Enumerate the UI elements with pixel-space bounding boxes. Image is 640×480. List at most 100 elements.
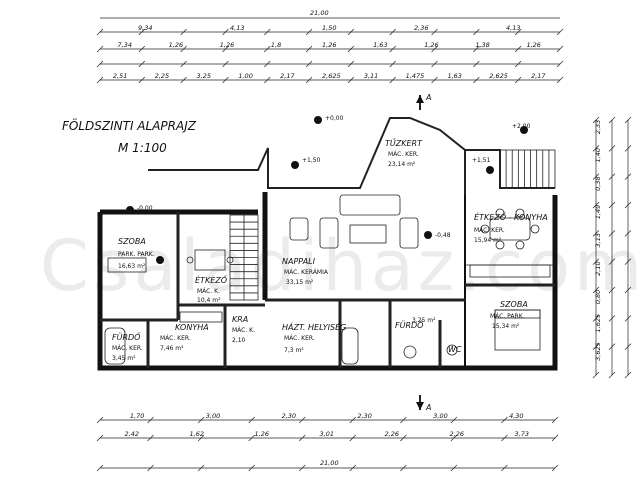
stair-right bbox=[499, 149, 556, 189]
dimension-tick bbox=[138, 45, 146, 53]
svg-text:FÜRDŐ: FÜRDŐ bbox=[395, 320, 424, 330]
svg-text:15,34 m²: 15,34 m² bbox=[492, 323, 520, 330]
dimension-tick bbox=[592, 230, 600, 237]
top-dim-label: 1,38 bbox=[475, 41, 489, 49]
staircase bbox=[229, 214, 259, 301]
level-marker: +1,51 bbox=[472, 157, 494, 174]
dimension-tick bbox=[347, 60, 355, 68]
dimension-tick bbox=[222, 28, 229, 36]
level-marker: +2,00 bbox=[512, 123, 531, 134]
svg-text:MÁC. K.: MÁC. K. bbox=[197, 288, 220, 295]
dimension-tick bbox=[473, 60, 480, 68]
svg-text:A: A bbox=[425, 93, 431, 102]
svg-text:2,10: 2,10 bbox=[232, 337, 246, 344]
right-dim-label: 3,625 bbox=[594, 342, 602, 361]
top-dim-label: 1,26 bbox=[424, 41, 438, 49]
room-furdo-mid: FÜRDŐ 3,25 m² bbox=[395, 317, 436, 330]
dimension-tick bbox=[624, 230, 632, 237]
dimension-tick bbox=[608, 371, 616, 379]
dimension-tick bbox=[389, 45, 396, 53]
dimension-tick bbox=[624, 343, 632, 350]
level-markers: -0,00 +0,00 +1,50 -0,48 +1,51 +2,00 bbox=[126, 115, 531, 264]
bottom-dim-label: 2,30 bbox=[357, 412, 371, 420]
svg-text:ÉTKEZŐ - KONYHA: ÉTKEZŐ - KONYHA bbox=[474, 211, 548, 222]
dimension-tick bbox=[347, 28, 355, 36]
level-marker: -0,00 bbox=[126, 205, 153, 214]
dimension-tick bbox=[389, 60, 396, 68]
dimension-tick bbox=[608, 173, 616, 180]
room-szoba-right: SZOBA MÁC. PARK. 15,34 m² bbox=[490, 300, 528, 330]
svg-text:10,4 m²: 10,4 m² bbox=[197, 297, 221, 304]
interior-walls bbox=[100, 212, 555, 368]
dimension-tick bbox=[431, 45, 438, 53]
level-marker: +0,00 bbox=[314, 115, 344, 124]
dimension-tick bbox=[450, 464, 458, 472]
bottom-dim-label: 3,00 bbox=[433, 412, 447, 420]
dimension-tick bbox=[222, 60, 229, 68]
dimension-tick bbox=[305, 45, 313, 53]
dimension-tick bbox=[450, 434, 458, 442]
dimension-tick bbox=[624, 258, 632, 265]
top-dim-label: 2,25 bbox=[155, 72, 169, 80]
svg-text:23,14 m²: 23,14 m² bbox=[388, 161, 416, 168]
section-marker: A A bbox=[416, 93, 431, 412]
svg-text:7,46 m²: 7,46 m² bbox=[160, 345, 184, 352]
svg-text:-0,00: -0,00 bbox=[137, 205, 153, 212]
dimension-tick bbox=[514, 76, 522, 84]
room-konyha: KONYHA MÁC. KER. 7,46 m² bbox=[160, 323, 209, 352]
dimension-tick bbox=[624, 116, 632, 124]
svg-text:3,45 m²: 3,45 m² bbox=[112, 355, 136, 362]
svg-text:TŰZKERT: TŰZKERT bbox=[385, 138, 423, 148]
dimension-tick bbox=[556, 45, 564, 53]
top-dim-label: 1,63 bbox=[447, 72, 461, 80]
dimension-tick bbox=[592, 145, 600, 152]
top-dim-label: 7,34 bbox=[118, 41, 132, 49]
dimension-tick bbox=[96, 45, 104, 53]
top-dim-label: 2,17 bbox=[280, 72, 295, 80]
right-dim-label: 2,10 bbox=[594, 261, 602, 275]
bottom-dim-label: 2,26 bbox=[450, 430, 464, 438]
top-dim-label: 1,50 bbox=[322, 24, 336, 32]
dimension-tick bbox=[264, 28, 271, 36]
svg-text:16,63 m²: 16,63 m² bbox=[118, 263, 146, 270]
dimension-tick bbox=[298, 464, 306, 472]
bottom-dim-label: 2,30 bbox=[282, 412, 296, 420]
bottom-dim-label: 3,01 bbox=[320, 430, 334, 438]
dimension-tick bbox=[222, 45, 229, 53]
dimension-tick bbox=[264, 45, 271, 53]
dimension-tick bbox=[608, 315, 616, 322]
dimension-tick bbox=[197, 434, 205, 442]
dimension-tick bbox=[197, 464, 205, 472]
svg-text:KONYHA: KONYHA bbox=[175, 323, 209, 332]
dimension-tick bbox=[551, 464, 559, 472]
svg-text:MÁC. KERÁMIA: MÁC. KERÁMIA bbox=[284, 269, 329, 276]
room-szoba-left: SZOBA PARK. PARK. 16,63 m² bbox=[118, 237, 155, 270]
svg-text:+1,50: +1,50 bbox=[302, 157, 321, 164]
dimension-tick bbox=[96, 28, 104, 36]
svg-text:-0,48: -0,48 bbox=[435, 232, 451, 239]
dimension-tick bbox=[608, 116, 616, 124]
dimension-tick bbox=[389, 28, 396, 36]
svg-text:33,15 m²: 33,15 m² bbox=[286, 279, 314, 286]
top-dim-label: 2,625 bbox=[489, 72, 508, 80]
svg-text:A: A bbox=[425, 403, 431, 412]
dimension-tick bbox=[96, 434, 104, 442]
dimension-tick bbox=[248, 434, 255, 442]
dimension-tick bbox=[608, 145, 616, 152]
top-dim-label: 1,26 bbox=[169, 41, 183, 49]
right-dim-label: 0,80 bbox=[594, 290, 602, 304]
top-dim-label: 1,26 bbox=[322, 41, 336, 49]
right-dim-label: 1,625 bbox=[594, 314, 602, 333]
watermark: Csaladihaz.com bbox=[40, 225, 640, 307]
room-furdo-left: FÜRDŐ MÁC. KER. 3,45 m² bbox=[112, 332, 143, 362]
dimension-tick bbox=[138, 60, 146, 68]
svg-text:PARK. PARK.: PARK. PARK. bbox=[118, 251, 155, 258]
dimension-tick bbox=[222, 76, 229, 84]
dimension-tick bbox=[514, 45, 522, 53]
dimension-tick bbox=[473, 76, 480, 84]
bottom-dim-label: 1,70 bbox=[130, 412, 144, 420]
